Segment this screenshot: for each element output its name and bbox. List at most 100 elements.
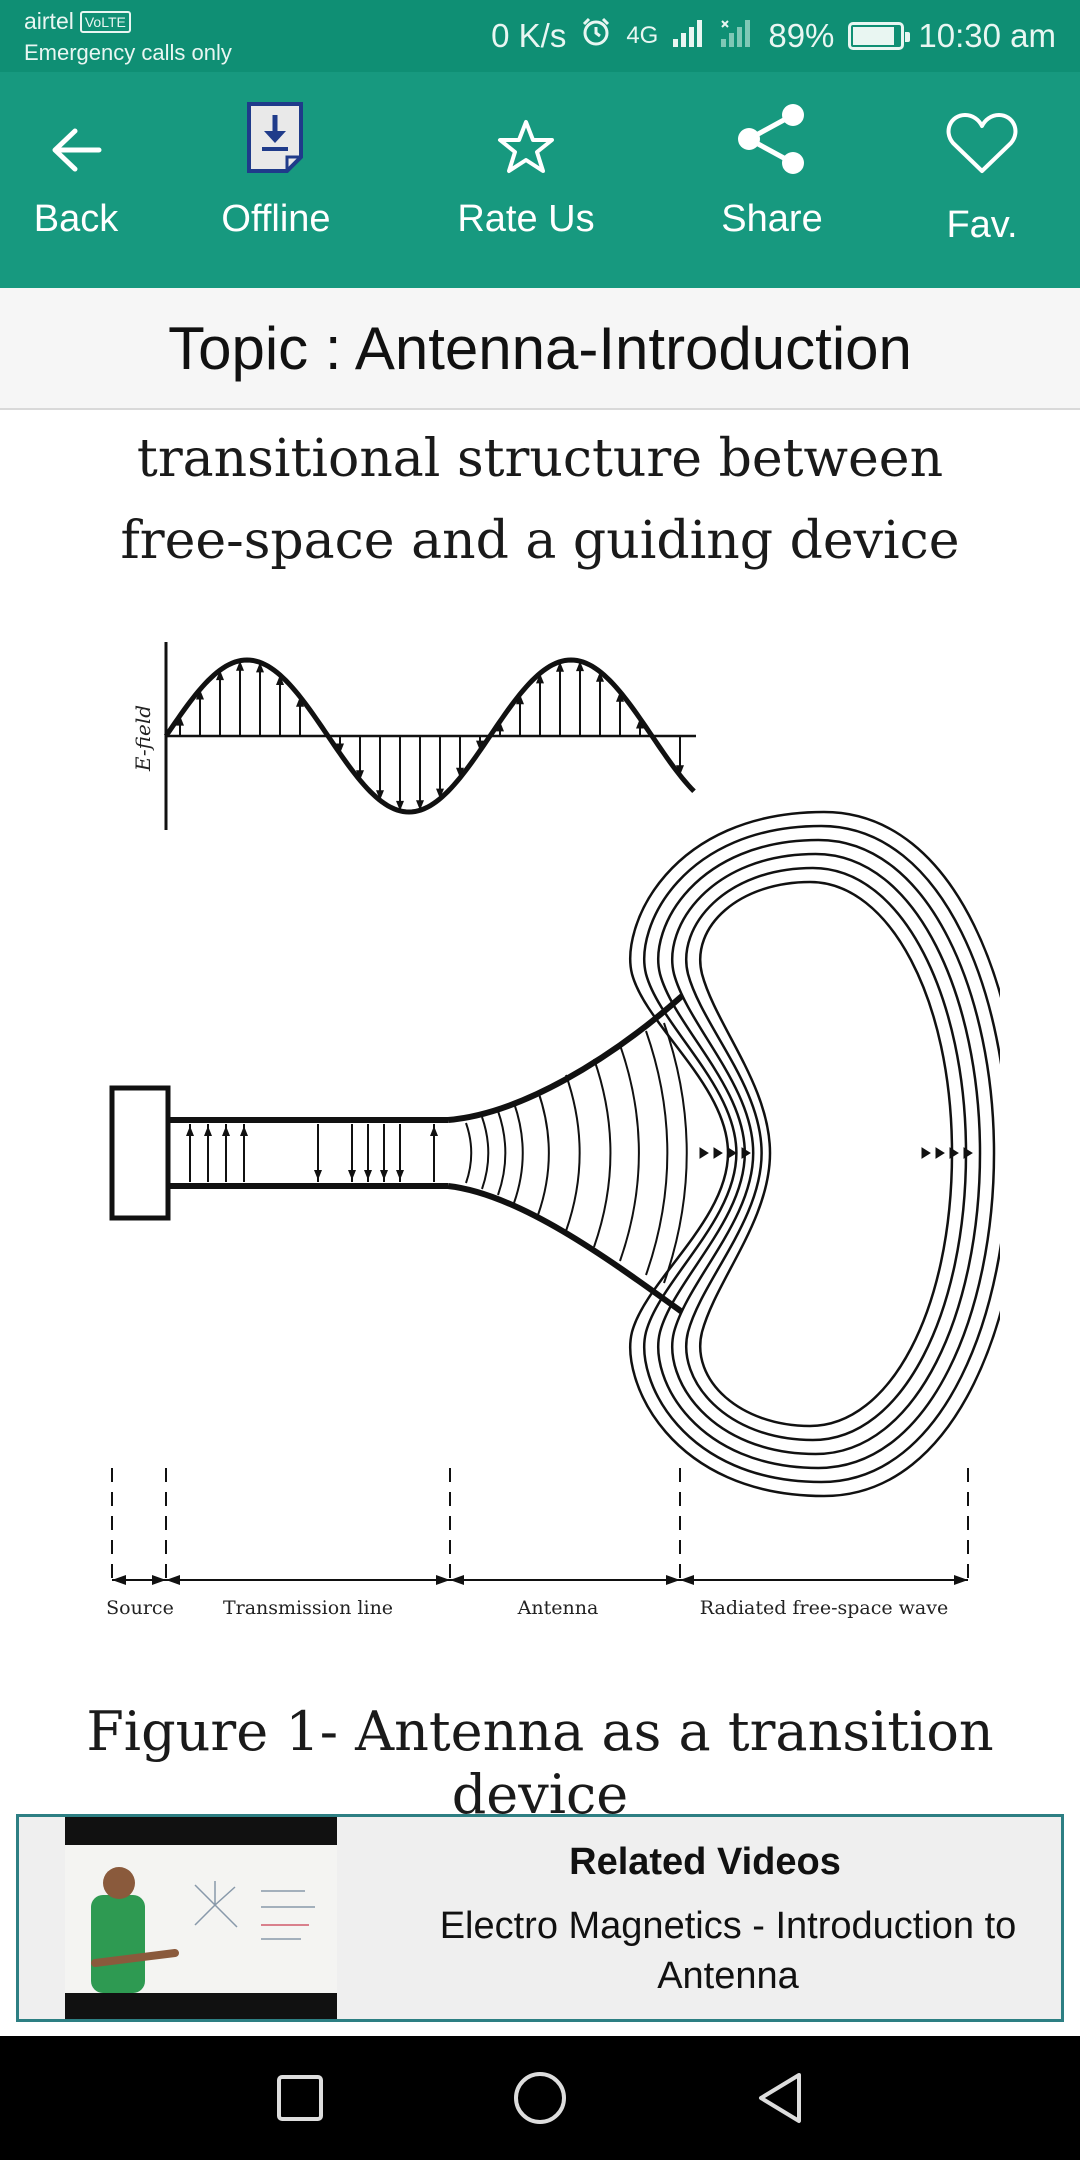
share-button[interactable]: Share xyxy=(714,72,830,288)
tline-arrowhead xyxy=(222,1126,230,1136)
tline-arrowhead xyxy=(204,1126,212,1136)
rate-us-label: Rate Us xyxy=(457,198,595,240)
fav-label: Fav. xyxy=(946,204,1018,246)
efield-arrowhead xyxy=(616,691,624,702)
tline-arrowhead xyxy=(364,1170,372,1180)
battery-fill xyxy=(853,27,895,45)
source-box xyxy=(109,1085,171,1221)
volte-badge: VoLTE xyxy=(79,10,131,33)
related-video-title[interactable]: Electro Magnetics - Introduction to Ante… xyxy=(439,1905,1017,1997)
radiated-loop xyxy=(685,866,968,1442)
radiated-arrowhead xyxy=(699,1147,709,1159)
heart-icon xyxy=(945,111,1019,180)
home-button[interactable] xyxy=(500,2060,580,2140)
content-text: transitional structure between free-spac… xyxy=(0,418,1080,582)
horn-bottom xyxy=(447,1183,684,1315)
content-line-1: transitional structure between xyxy=(136,429,944,489)
efield-arrowhead xyxy=(516,694,524,705)
alarm-icon xyxy=(580,16,612,56)
carrier: airtel VoLTE xyxy=(24,8,131,35)
efield-arrowhead xyxy=(376,790,384,801)
navigation-bar xyxy=(0,2036,1080,2160)
radiated-arrowhead xyxy=(963,1147,973,1159)
efield-arrowhead xyxy=(636,718,644,729)
tline-arrowhead xyxy=(396,1170,404,1180)
efield-arrowhead xyxy=(536,673,544,684)
back-nav-button[interactable] xyxy=(740,2060,820,2140)
efield-arrowhead xyxy=(676,765,684,776)
related-videos-card[interactable]: Related Videos Electro Magnetics - Intro… xyxy=(16,1814,1064,2022)
horn-arc xyxy=(481,1116,490,1190)
tline-arrowhead xyxy=(314,1170,322,1180)
efield-arrowhead xyxy=(336,743,344,754)
share-icon xyxy=(735,103,809,180)
network-speed: 0 K/s xyxy=(491,17,567,54)
efield-arrowhead xyxy=(216,670,224,681)
square-icon xyxy=(276,2074,324,2127)
carrier-name: airtel xyxy=(24,8,74,34)
tline-arrows xyxy=(186,1124,438,1182)
radiated-arrowhead xyxy=(741,1147,751,1159)
efield-arrowhead xyxy=(256,662,264,673)
recents-button[interactable] xyxy=(260,2060,340,2140)
back-button[interactable]: Back xyxy=(22,72,130,288)
efield-arrowhead xyxy=(596,671,604,682)
tline-arrowhead xyxy=(348,1170,356,1180)
horn-arc xyxy=(645,1030,669,1276)
offline-label: Offline xyxy=(221,198,331,240)
region-dividers xyxy=(111,1468,969,1588)
region-arrowheads xyxy=(112,1575,968,1585)
efield-arrowhead xyxy=(496,721,504,732)
radiated-arrowhead xyxy=(949,1147,959,1159)
horn-top xyxy=(447,993,684,1123)
battery-percent: 89% xyxy=(768,17,835,54)
label-antenna: Antenna xyxy=(517,1597,599,1619)
clock: 10:30 am xyxy=(918,17,1056,54)
efield-arrowhead xyxy=(176,715,184,726)
download-icon xyxy=(245,101,307,180)
efield-arrowhead xyxy=(556,661,564,672)
efield-label: E-field xyxy=(131,705,155,772)
efield-arrowhead xyxy=(236,660,244,671)
battery-icon xyxy=(848,22,911,50)
star-icon xyxy=(497,119,555,180)
efield-arrowhead xyxy=(576,661,584,672)
tline-arrowhead xyxy=(186,1126,194,1136)
video-thumbnail[interactable] xyxy=(65,1817,337,2019)
radiated-loop xyxy=(699,880,954,1428)
share-label: Share xyxy=(721,198,823,240)
status-bar: airtel VoLTE Emergency calls only 0 K/s … xyxy=(0,0,1080,72)
efield-arrowhead xyxy=(356,770,364,781)
label-source: Source xyxy=(106,1597,174,1619)
topic-header: Topic : Antenna-Introduction xyxy=(0,288,1080,410)
efield-wave xyxy=(163,657,696,815)
horn-arc xyxy=(619,1044,640,1262)
horn-arc xyxy=(565,1074,581,1232)
tline-arrowhead xyxy=(430,1126,438,1136)
horn-arc xyxy=(537,1090,550,1216)
horn-arc xyxy=(497,1110,507,1196)
figure-caption: Figure 1- Antenna as a transition device xyxy=(86,1700,994,1826)
efield-arrowhead xyxy=(436,788,444,799)
efield-arrowhead xyxy=(416,800,424,811)
status-indicators: 0 K/s 4G 89% 10:30 am xyxy=(491,16,1056,56)
efield-arrowhead xyxy=(396,800,404,811)
rate-us-button[interactable]: Rate Us xyxy=(452,72,600,288)
radiated-arrowhead xyxy=(727,1147,737,1159)
radiated-loop xyxy=(671,852,982,1456)
efield-arrowhead xyxy=(476,740,484,751)
efield-arrowhead xyxy=(456,767,464,778)
horn-arc xyxy=(593,1058,612,1248)
efield-arrowhead xyxy=(196,689,204,700)
arrow-left-icon xyxy=(49,125,103,180)
back-label: Back xyxy=(33,198,119,240)
fav-button[interactable]: Fav. xyxy=(938,72,1026,288)
label-radiated-wave: Radiated free-space wave xyxy=(700,1597,948,1619)
efield-arrowhead xyxy=(276,675,284,686)
horn-arc xyxy=(513,1102,524,1204)
offline-button[interactable]: Offline xyxy=(206,72,346,288)
horn-arc xyxy=(663,1022,688,1284)
topic-title: Topic : Antenna-Introduction xyxy=(168,314,912,382)
horn-arc xyxy=(465,1122,473,1184)
radiated-arrowhead xyxy=(921,1147,931,1159)
